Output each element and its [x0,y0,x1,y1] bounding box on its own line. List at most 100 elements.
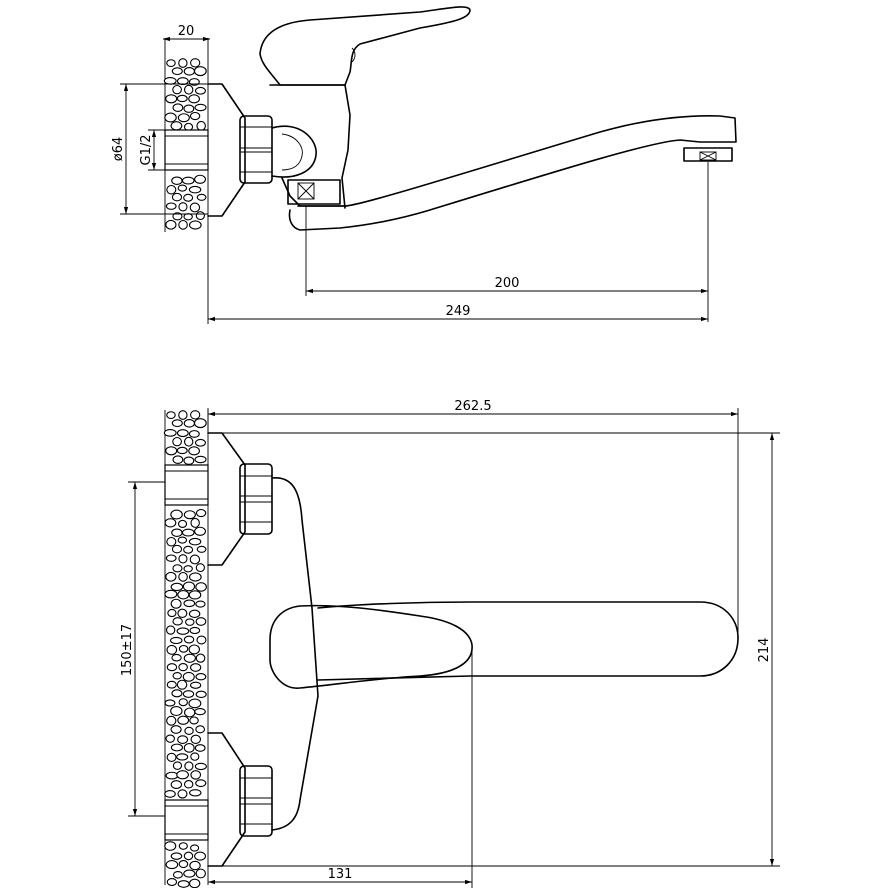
dim-center-distance-label: 150±17 [120,624,135,676]
wall-stone [188,430,200,438]
wall-stone [166,715,177,726]
wall-stone [166,184,177,195]
dim-flange-diameter: ø64 [111,83,208,215]
wall-stone [188,644,200,655]
wall-stone [176,679,188,690]
wall-stone [170,743,184,752]
wall-stone [171,192,183,202]
wall-stone [178,842,188,850]
wall-stone [183,780,194,789]
wall-stone [195,725,206,734]
wall-stone [183,599,196,608]
wall-stone [170,705,183,717]
wall-stone [183,510,196,520]
wall-stone [164,699,176,707]
side-lever-handle [259,6,471,86]
wall-stone [185,618,195,626]
side-flange [207,83,246,217]
wall-stone [189,789,202,797]
wall-stone [194,707,206,716]
wall-stone [166,411,176,420]
wall-stone [170,582,184,592]
wall-stone [178,410,188,420]
dim-handle-offset-label: 131 [328,867,353,882]
wall-stone [172,761,183,770]
wall-stone [172,564,183,573]
wall-stone [171,544,183,554]
top-lever-handle [269,604,473,689]
wall-stone [172,212,183,221]
wall-stone [177,590,190,600]
wall-stone [196,120,206,131]
top-mixer-body [271,477,319,831]
wall-stone [166,59,176,68]
wall-stone [183,122,194,132]
wall-stone [189,202,201,213]
wall-stone [183,743,195,753]
wall-stone [177,608,188,618]
wall-stone [183,213,193,221]
wall-stone [194,455,207,464]
wall-stone [170,598,182,609]
dim-total-width-label: 262.5 [454,399,491,414]
wall-stone [189,878,201,888]
wall-stone [182,671,195,682]
wall-stone [166,680,177,689]
wall-stone [181,528,195,537]
wall-stone [193,66,207,77]
wall-stone [181,176,195,185]
dim-spout-reach-label: 200 [495,276,520,291]
wall-stone [165,571,177,582]
wall-stone [183,104,195,113]
wall-stone [195,600,206,608]
wall-stone [172,436,182,447]
dim-total-height-label: 214 [757,638,772,663]
wall-stone [166,877,178,887]
dim-total-width: 262.5 [207,399,739,640]
wall-stone [164,790,176,798]
wall-stone [178,58,188,68]
wall-stone [171,653,182,662]
wall-stone [182,581,196,592]
wall-stone [190,844,200,852]
wall-stone [194,438,206,447]
wall-stone [183,565,193,573]
wall-stone [176,753,189,761]
wall-stone [176,429,189,438]
wall-stone [183,456,195,465]
wall-stone [177,113,190,123]
wall-stone [183,851,194,861]
wall-stone [178,698,188,707]
wall-stone [172,672,182,680]
side-view-wall [163,38,209,232]
wall-stone [165,734,175,743]
side-eccentric [271,125,317,178]
wall-stone [190,734,202,745]
wall-stone [195,653,206,663]
wall-stone [177,519,188,529]
wall-stone [166,644,178,655]
wall-stone [178,662,188,672]
wall-stone [165,554,177,562]
wall-stone [195,690,207,699]
wall-stone [194,86,206,95]
wall-stone [184,726,194,735]
wall-stone [171,67,183,76]
wall-stone [172,617,183,626]
wall-stone [163,77,177,85]
wall-stone [188,609,201,618]
wall-stone [166,752,177,763]
wall-stone [165,219,177,230]
wall-stone [170,509,183,520]
wall-stone [178,554,188,564]
wall-stone [177,715,190,725]
wall-stone [183,635,195,644]
wall-stone [194,526,207,536]
wall-stone [188,698,202,709]
wall-stone [172,455,184,464]
wall-stone [170,725,182,734]
wall-stone [178,644,189,653]
wall-stone [166,536,177,547]
top-view-wall [163,410,209,888]
wall-stone [194,851,207,861]
